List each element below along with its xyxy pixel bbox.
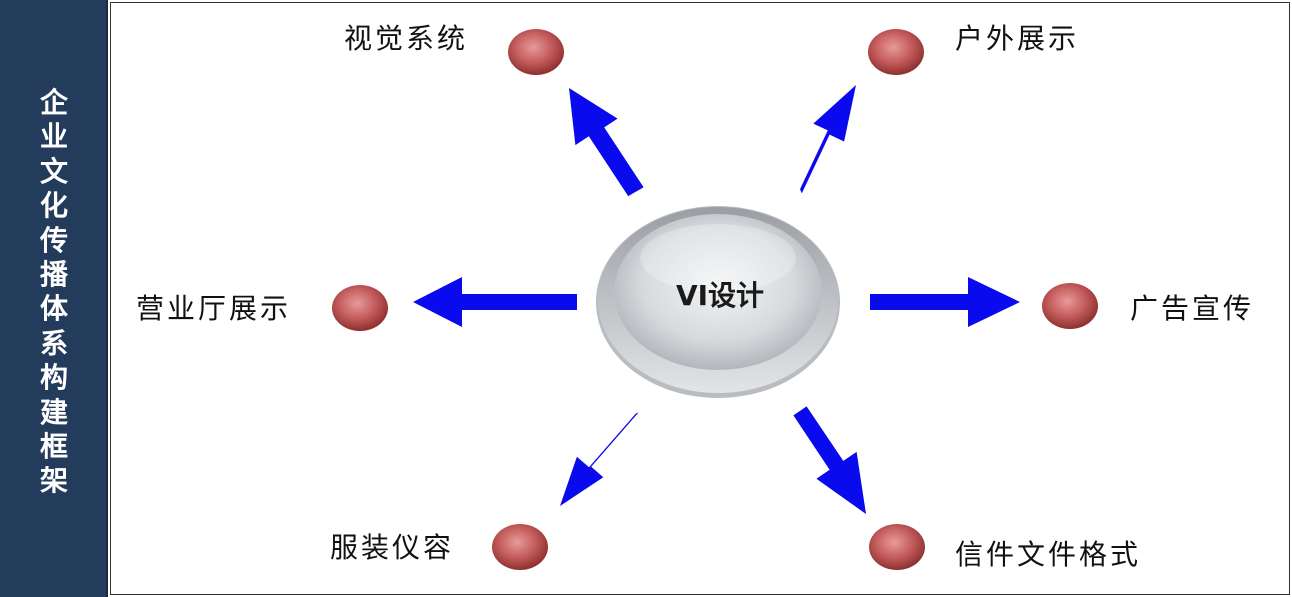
node-hall-display (332, 285, 388, 331)
node-advertising (1042, 283, 1098, 329)
label-uniform: 服装仪容 (330, 531, 455, 564)
arrow-to-letter-format (793, 406, 866, 514)
arrow-to-uniform (560, 412, 639, 506)
node-uniform (492, 524, 548, 570)
sidebar: 企业文化传播体系构建框架 (0, 0, 108, 597)
label-visual-system: 视觉系统 (344, 22, 469, 55)
label-outdoor-display: 户外展示 (955, 22, 1080, 55)
center-node (596, 206, 840, 398)
node-outdoor-display (868, 29, 924, 75)
node-letter-format (869, 524, 925, 570)
diagram-panel (110, 2, 1290, 595)
node-visual-system (508, 29, 564, 75)
label-letter-format: 信件文件格式 (955, 538, 1142, 571)
sidebar-title: 企业文化传播体系构建框架 (39, 86, 68, 498)
center-label: VI设计 (675, 279, 765, 312)
arrow-to-outdoor-display (800, 85, 856, 194)
arrow-to-advertising (870, 277, 1020, 327)
label-hall-display: 营业厅展示 (136, 292, 292, 325)
arrow-to-hall-display (413, 277, 577, 327)
arrow-to-visual-system (569, 88, 644, 197)
label-advertising: 广告宣传 (1130, 292, 1255, 325)
